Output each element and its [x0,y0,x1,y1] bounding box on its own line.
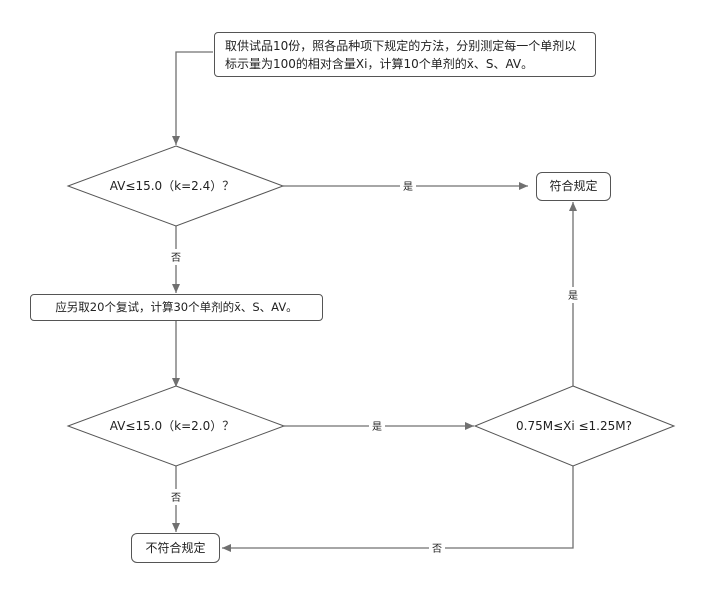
decision1-label: AV≤15.0（k=2.4）？ [110,179,235,193]
edge-label-d1-yes: 是 [403,181,413,193]
edge-label-d2-no: 否 [171,492,181,504]
fail-terminal-text: 不符合规定 [145,541,206,555]
decision3-label: 0.75M≤Xi ≤1.25M? [516,419,632,433]
pass-terminal-box: 符合规定 [536,172,611,201]
fail-terminal-box: 不符合规定 [131,533,220,563]
edge-label-d2-yes: 是 [372,421,382,433]
edge-label-d1-no: 否 [171,252,181,264]
decision1-diamond [66,145,285,227]
retest-process-box: 应另取20个复试，计算30个单剂的x̄、S、AV。 [30,294,323,321]
edge-decision3-no [222,466,574,552]
pass-terminal-text: 符合规定 [549,179,598,193]
edge-label-d3-no: 否 [432,543,442,555]
start-process-text: 取供试品10份，照各品种项下规定的方法，分别测定每一个单剂以标示量为100的相对… [225,39,577,71]
decision3-diamond [473,385,676,467]
edge-start-to-decision1 [172,51,213,145]
edge-label-d3-yes: 是 [568,290,578,302]
start-process-box: 取供试品10份，照各品种项下规定的方法，分别测定每一个单剂以标示量为100的相对… [214,32,596,77]
decision2-diamond [66,385,286,467]
decision2-label: AV≤15.0（k=2.0）？ [110,419,235,433]
retest-process-text: 应另取20个复试，计算30个单剂的x̄、S、AV。 [55,300,298,314]
